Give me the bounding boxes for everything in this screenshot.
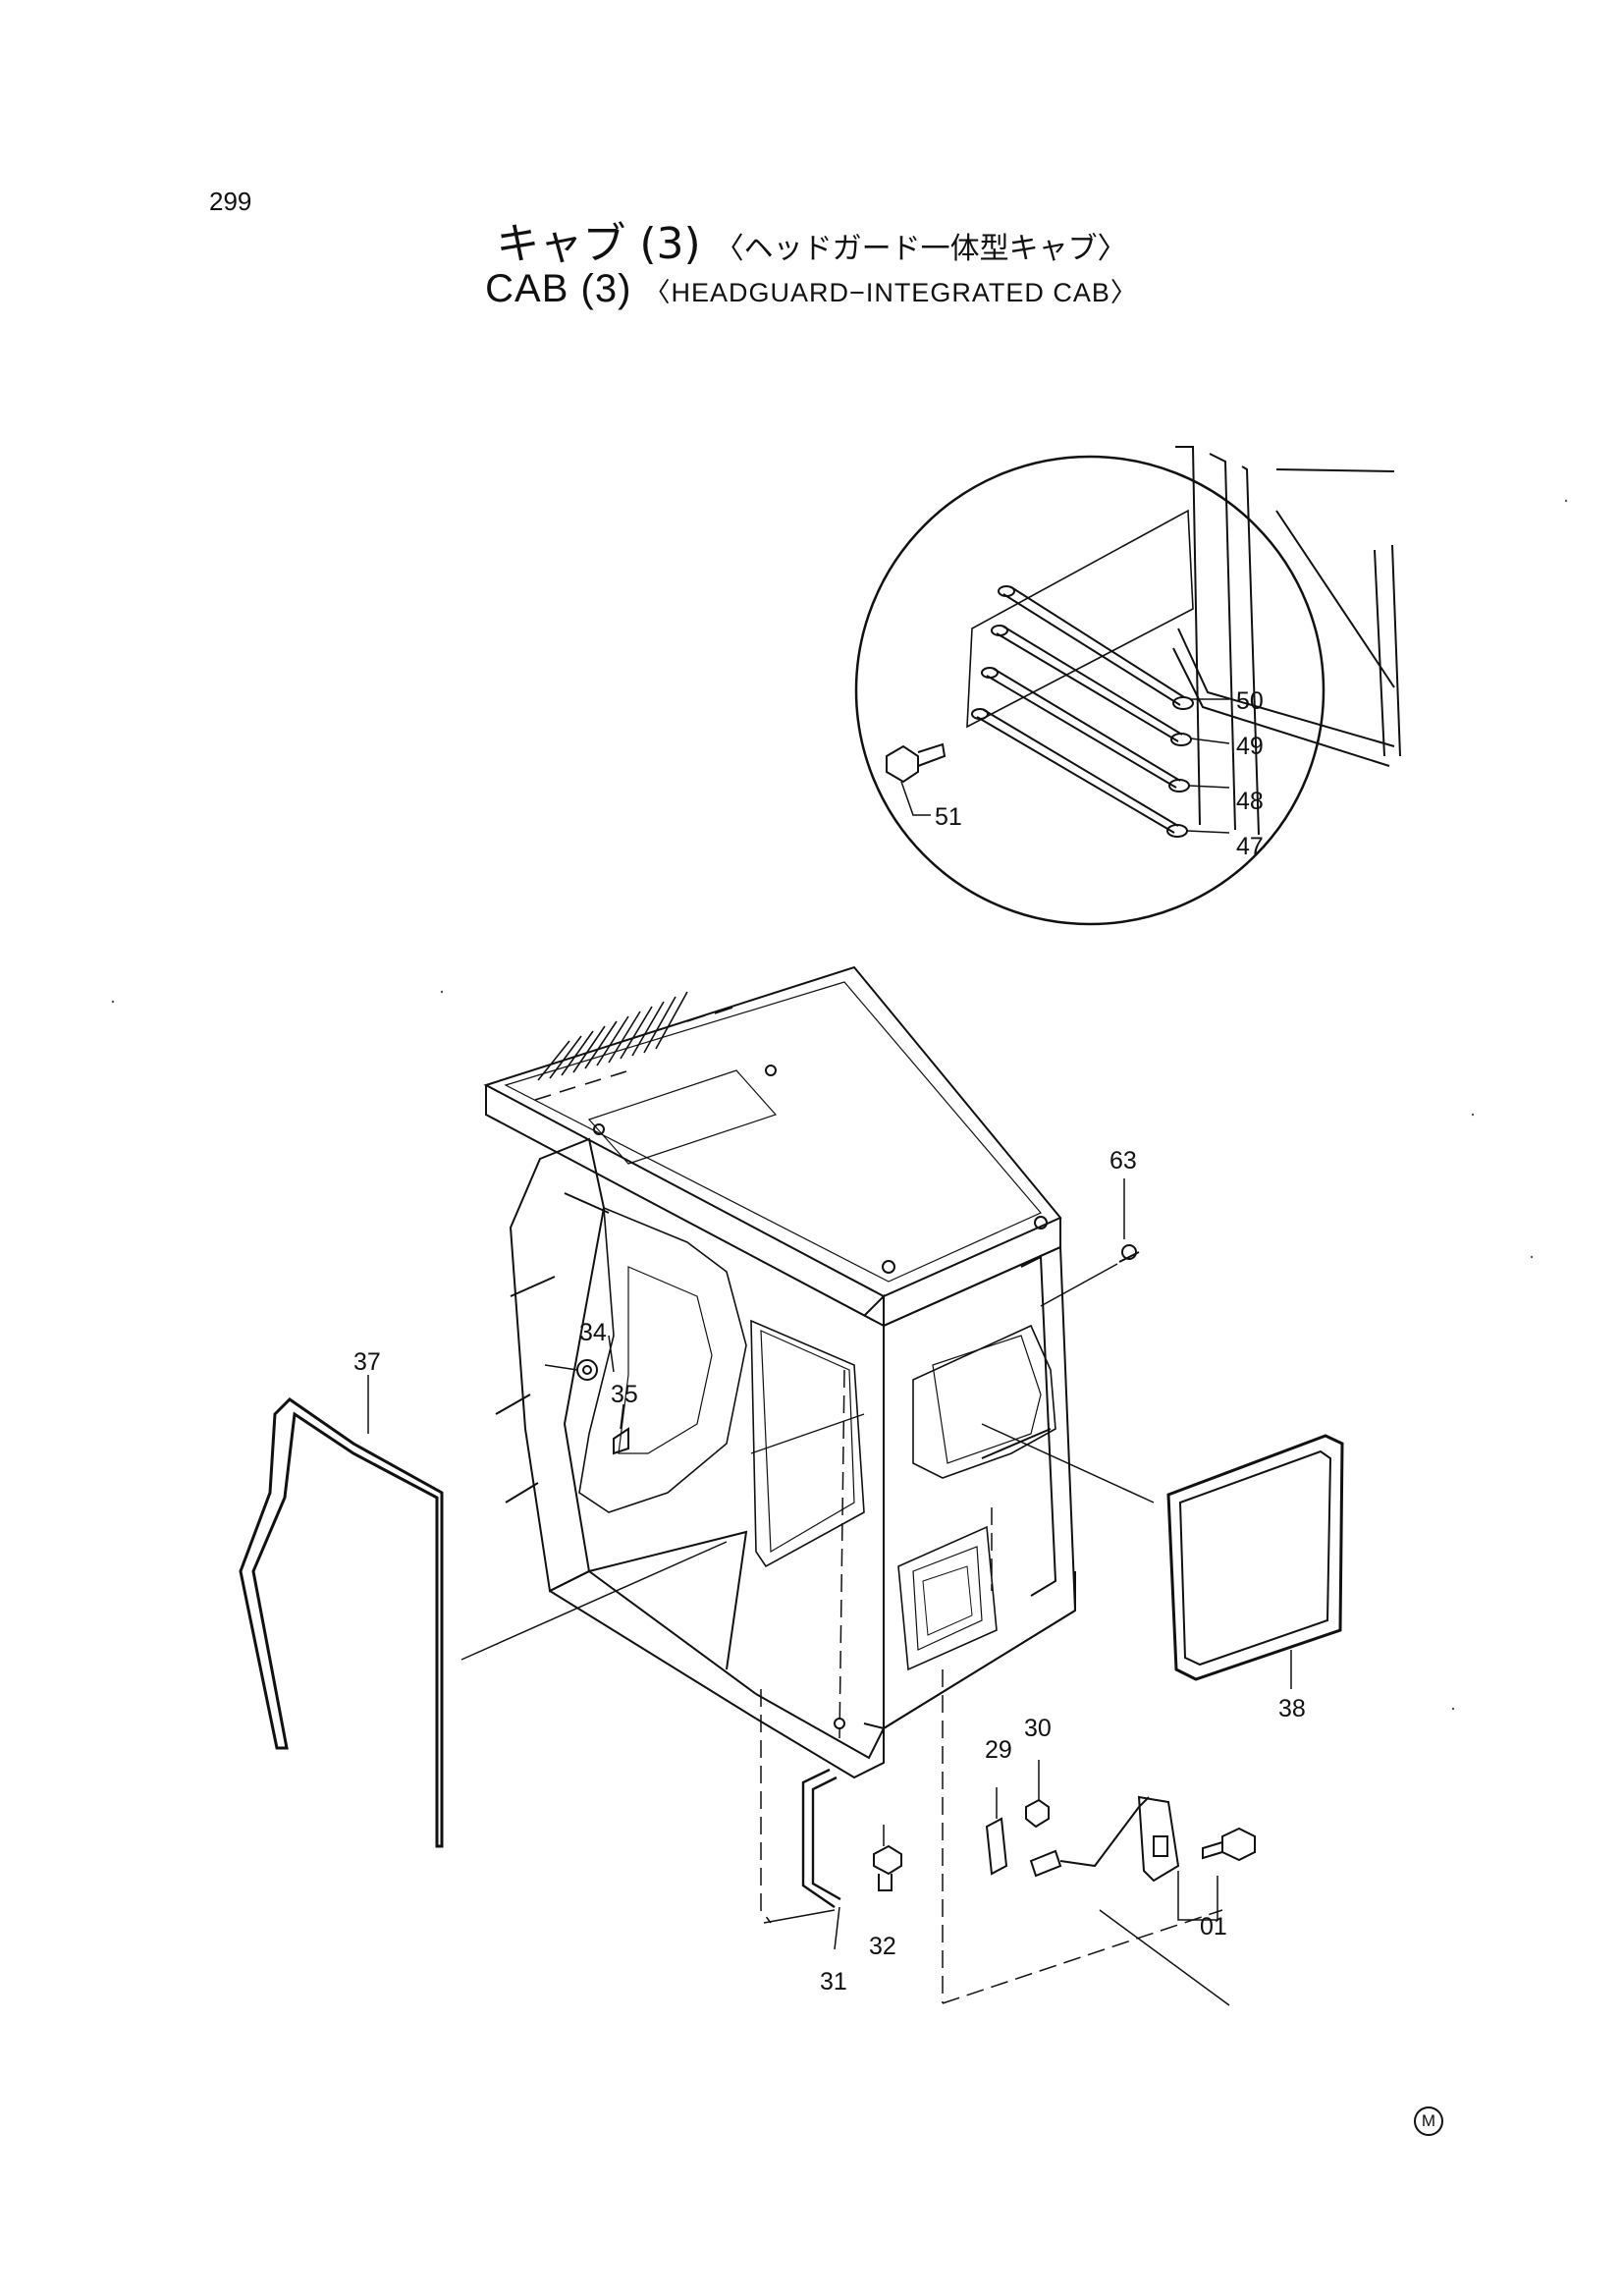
page-number: 299 [209, 187, 252, 216]
callout-29: 29 [985, 1736, 1012, 1764]
seal-37 [239, 1397, 444, 1848]
detail-inset [854, 446, 1401, 926]
title-japanese-main: キャブ (3) [496, 219, 701, 269]
knob-34 [576, 1359, 598, 1381]
callout-32: 32 [869, 1933, 896, 1960]
callout-48: 48 [1236, 788, 1264, 815]
title-english: CAB (3) 〈HEADGUARD−INTEGRATED CAB〉 [0, 267, 1623, 311]
bolt-30 [1025, 1798, 1050, 1829]
bolt-32 [873, 1844, 902, 1891]
strap-set [971, 585, 1194, 838]
callout-38: 38 [1278, 1695, 1306, 1722]
callout-01: 01 [1200, 1913, 1227, 1941]
scan-specks [111, 499, 1568, 1711]
clip-29 [985, 1817, 1008, 1876]
callout-31: 31 [820, 1968, 847, 1995]
callout-50: 50 [1236, 687, 1264, 715]
cab-body [483, 965, 1140, 1779]
callout-49: 49 [1236, 733, 1264, 760]
handle-31 [801, 1768, 841, 1908]
title-english-sub: 〈HEADGUARD−INTEGRATED CAB〉 [643, 278, 1138, 307]
bolt-51 [886, 742, 947, 784]
bolt-35 [613, 1427, 629, 1455]
seal-38 [1166, 1434, 1344, 1681]
callout-35: 35 [611, 1381, 638, 1408]
callout-63: 63 [1109, 1147, 1137, 1175]
assembly-01 [1029, 1795, 1256, 1883]
callout-37: 37 [353, 1348, 381, 1376]
title-english-main: CAB (3) [485, 267, 632, 310]
callout-47: 47 [1236, 833, 1264, 860]
manufacturer-mark: M [1414, 2106, 1443, 2136]
callout-labels: 50 49 48 47 51 63 34 35 37 38 29 30 31 3… [353, 687, 1306, 1995]
callout-30: 30 [1024, 1715, 1052, 1742]
callout-51: 51 [935, 803, 962, 831]
dashed-lines [760, 1369, 1223, 2004]
leader-lines [460, 1263, 1230, 2006]
title-japanese-sub: 〈ヘッドガード一体型キャブ〉 [714, 232, 1127, 266]
title-japanese: キャブ (3) 〈ヘッドガード一体型キャブ〉 [0, 208, 1623, 271]
callout-34: 34 [579, 1319, 607, 1346]
